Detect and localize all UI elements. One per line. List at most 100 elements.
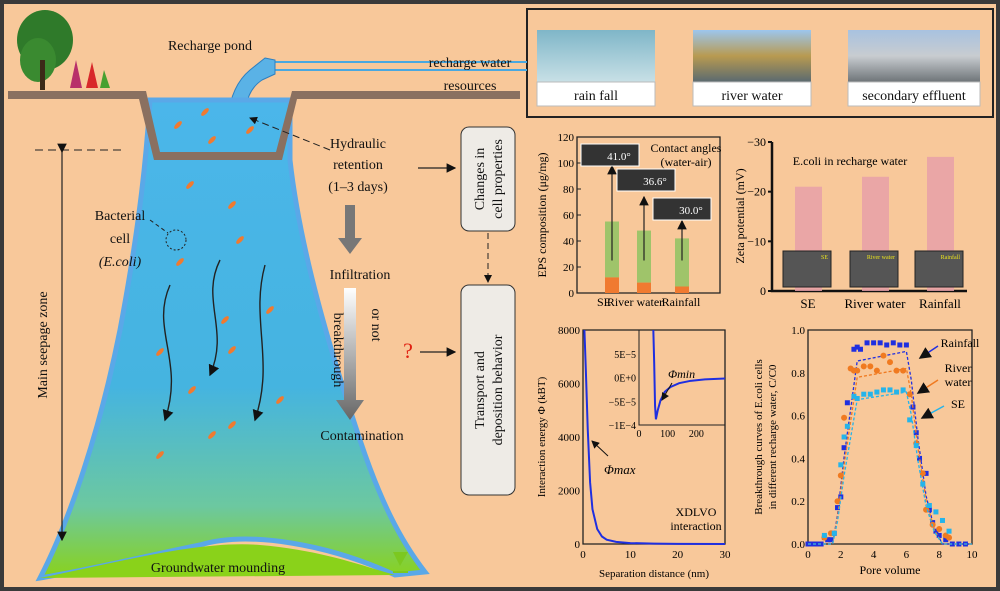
x-tick-label: 20 [672,549,684,561]
y-tick-label: 8000 [558,325,581,337]
data-point [837,472,844,479]
data-point [913,430,919,436]
data-point [825,537,831,543]
transport-box: Transport and deposition behavior [460,284,516,496]
y-tick-label: 20 [563,262,575,274]
recharge-sources-box: rain fall river water secondary effluent [526,8,994,118]
eps-bar-lower [637,282,651,293]
river-water-photo [693,30,811,82]
inset-y-tick-label: 5E−5 [614,350,636,361]
flow-arrows [162,259,266,422]
hydraulic-label-2: retention [333,158,383,173]
y-axis-label: in different recharge water, C/C0 [767,364,779,509]
y-tick-label: −10 [747,234,766,248]
eps-bar-total [675,238,689,287]
y-tick-label: 4000 [558,432,581,444]
svg-text:Transport and: Transport and [473,351,488,429]
data-point [893,367,900,374]
x-tick-label: 8 [936,549,942,561]
inset-x-tick-label: 100 [660,429,675,440]
y-tick-label: 40 [563,236,575,248]
y-axis-label: EPS composition (μg/mg) [535,152,549,277]
data-point [946,534,953,541]
data-point [884,342,890,348]
y-tick-label: 0 [569,288,575,300]
data-point [933,509,939,515]
data-point [864,340,870,346]
data-point [808,541,814,547]
droplet-image [580,143,640,167]
series-label: water [945,375,972,389]
bacterium-icon [221,316,229,324]
inset-y-tick-label: −1E−4 [609,421,636,432]
data-point [838,462,844,468]
data-point [933,528,939,534]
data-point [851,346,857,352]
sem-label: River water [867,255,895,261]
y-tick-label: 0.2 [791,496,805,508]
series-label: Rainfall [941,336,980,350]
data-point [907,417,913,423]
changes-box: Changes in cell properties [460,126,516,232]
data-point [831,530,837,536]
x-tick-label: 30 [720,549,732,561]
total-energy-curve [583,329,726,545]
data-point [887,359,893,366]
droplet-image [616,168,676,192]
water-table-icon [393,552,408,566]
bacterium-icon [186,181,194,189]
bacterial-cell-highlight [165,229,187,251]
data-point [851,393,857,399]
phi-max-label: Φmax [604,462,636,477]
data-point [844,400,850,406]
y-axis-label: Zeta potential (mV) [733,168,747,263]
data-point [874,389,880,395]
data-point [936,532,942,538]
question-mark: ? [403,338,413,363]
infiltration-label: Infiltration [330,268,391,283]
source-label-river: river water [721,89,782,104]
bacterium-icon [174,121,182,129]
data-point [854,395,860,401]
bacteria-group [156,108,284,459]
data-point [913,443,919,449]
source-label-rain: rain fall [574,89,618,104]
data-point [867,391,873,397]
bacterium-icon [201,108,209,116]
data-point [956,541,962,547]
recharge-resources-label: resources [444,79,497,94]
rainfall-arrow [918,345,939,359]
bacterium-icon [176,258,184,266]
inset-frame [638,330,725,426]
or-not-label: or not [368,308,383,341]
data-point [828,537,834,543]
data-point [857,346,863,352]
data-point [867,363,874,370]
x-tick-label: 2 [838,549,844,561]
bacterium-icon [156,348,164,356]
data-point [871,340,877,346]
data-point [818,541,824,547]
bacterial-label-1: Bacterial [95,209,146,224]
bacterium-icon [228,346,236,354]
phi-min-label: Φmin [668,367,695,381]
x-tick-label: 6 [904,549,910,561]
y-tick-label: 120 [558,132,575,144]
data-point [854,344,860,350]
data-point [917,455,923,461]
y-tick-label: 80 [563,184,575,196]
phi-max-arrow [591,440,609,457]
x-tick-label: SE [597,295,611,309]
x-tick-label: 10 [625,549,637,561]
model-curve [808,391,972,545]
data-point [854,367,861,374]
contact-angle-label: 41.0° [607,151,631,163]
bacterium-icon [236,236,244,244]
contact-angle-label: 36.6° [643,176,667,188]
data-point [919,470,926,477]
bacterial-label-2: cell [110,232,130,247]
sem-label: Rainfall [941,254,961,261]
